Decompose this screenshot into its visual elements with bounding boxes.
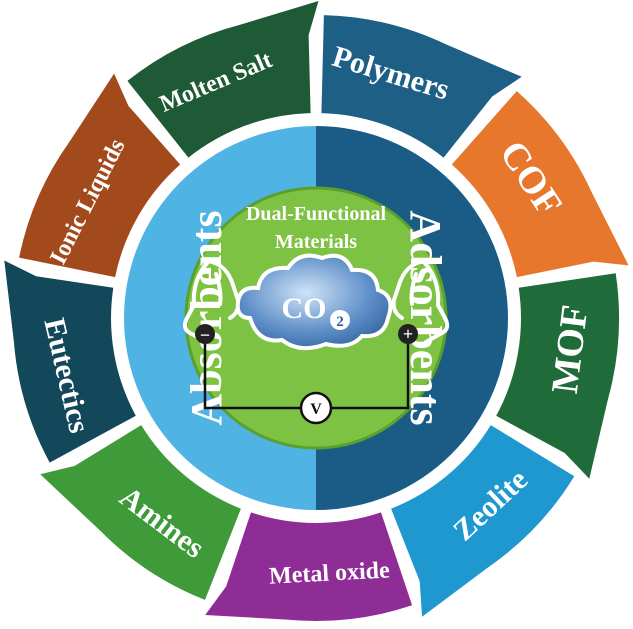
- core-title-line-1: Dual-Functional: [246, 203, 386, 225]
- segment-label-metal-oxide: Metal oxide: [268, 557, 390, 589]
- segment-cof: [451, 91, 629, 278]
- co2-cloud: CO 2: [235, 253, 393, 351]
- subscript-badge: [330, 310, 350, 330]
- svg-text:+: +: [403, 324, 413, 344]
- voltmeter-label: V: [310, 401, 322, 418]
- segment-polymers: [321, 15, 522, 158]
- segment-ionic-liquids: [19, 73, 181, 278]
- co2-subscript: 2: [336, 314, 344, 330]
- left-hand-illustration: [182, 260, 241, 344]
- positive-electrode: +: [398, 324, 418, 344]
- negative-electrode: −: [195, 324, 215, 345]
- segment-eutectics: [4, 260, 136, 463]
- segment-mof: [496, 273, 620, 479]
- segment-molten-salt: [127, 1, 319, 158]
- right-hand-illustration: [391, 260, 450, 344]
- absorbents-label: Absorbents: [182, 210, 231, 425]
- core-title-line-2: Materials: [275, 231, 357, 253]
- segment-metal-oxide: [205, 512, 413, 621]
- segment-amines: [40, 425, 241, 600]
- svg-text:−: −: [200, 325, 210, 345]
- circuit-wire: [203, 344, 410, 410]
- co2-molecule-label: CO: [282, 292, 327, 325]
- segment-zeolite: [391, 425, 575, 617]
- voltmeter: V: [299, 391, 333, 425]
